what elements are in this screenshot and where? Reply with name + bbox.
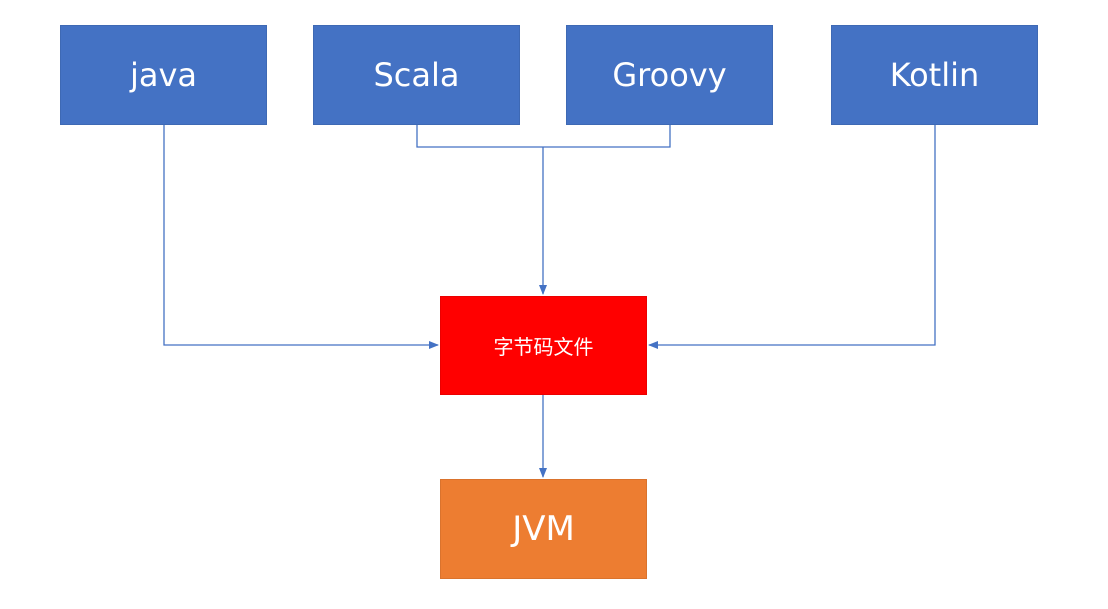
scala-box: Scala	[313, 25, 520, 125]
connector-scala-groovy-bracket	[416, 125, 671, 148]
groovy-label: Groovy	[612, 56, 727, 94]
scala-label: Scala	[373, 56, 460, 94]
java-box: java	[60, 25, 267, 125]
kotlin-box: Kotlin	[831, 25, 1038, 125]
groovy-box: Groovy	[566, 25, 773, 125]
bytecode-file-box: 字节码文件	[440, 296, 647, 395]
bytecode-file-label: 字节码文件	[493, 335, 594, 359]
jvm-box: JVM	[440, 479, 647, 579]
connector-java-to-bytecode	[163, 125, 439, 349]
kotlin-label: Kotlin	[889, 56, 980, 94]
connector-kotlin-to-bytecode	[648, 125, 936, 349]
java-label: java	[129, 56, 198, 94]
jvm-label: JVM	[512, 509, 575, 549]
